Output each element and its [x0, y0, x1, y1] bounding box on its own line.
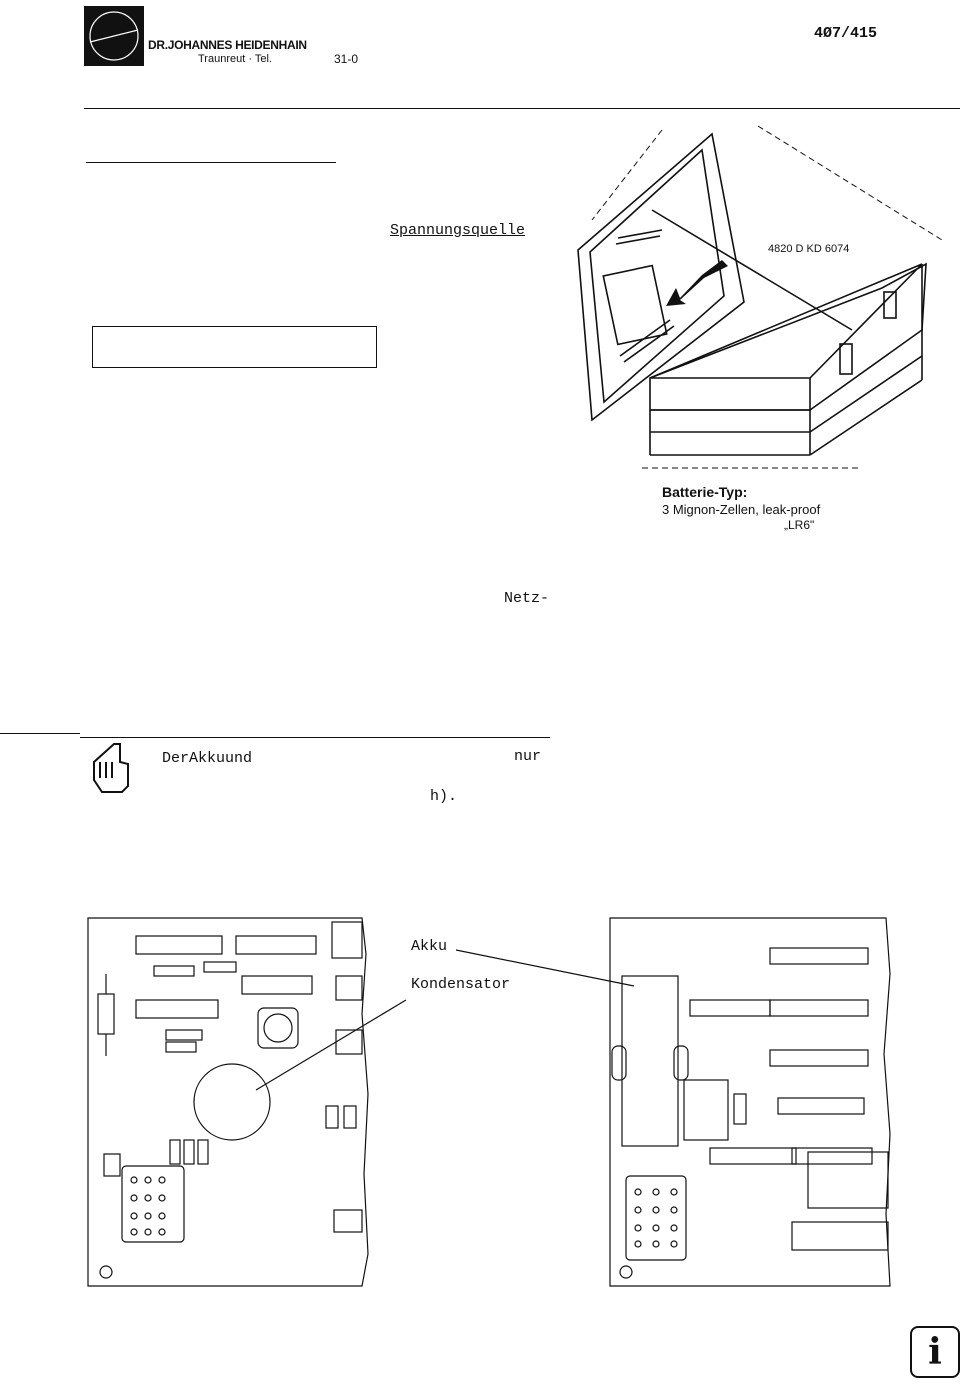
company-phone: 31-0 — [334, 52, 359, 66]
document-number: 4Ø7/415 — [814, 25, 878, 42]
label-akku: Akku — [411, 938, 448, 955]
company-city: Traunreut · Tel. — [198, 53, 272, 65]
netz-word: Netz- — [504, 590, 550, 607]
battery-cells: 3 Mignon-Zellen, leak-proof — [662, 502, 821, 517]
label-pointer-lines — [255, 949, 635, 1091]
empty-frame-box — [92, 326, 377, 368]
note-left-rule — [0, 733, 80, 734]
part-number: 4820 D KD 6074 — [768, 243, 849, 255]
heidenhain-logo — [84, 6, 144, 66]
info-button[interactable]: i — [910, 1326, 960, 1378]
battery-case-illustration: 4820 D KD 6074 — [577, 125, 943, 469]
header-divider — [84, 108, 960, 109]
circuit-board-left — [87, 917, 369, 1287]
note-text-start: DerAkkuund — [162, 750, 253, 767]
note-rule — [80, 737, 550, 738]
note-text-nur: nur — [514, 748, 542, 765]
label-kondensator: Kondensator — [411, 976, 511, 993]
source-word: Spannungsquelle — [390, 222, 526, 239]
company-name: DR.JOHANNES HEIDENHAIN — [148, 38, 307, 52]
note-text-end: h). — [430, 788, 458, 805]
pointing-hand-icon — [93, 743, 129, 793]
battery-code: „LR6" — [784, 518, 815, 532]
battery-type-heading: Batterie-Typ: — [662, 484, 748, 500]
heading-underline — [86, 162, 336, 163]
circuit-board-right — [609, 917, 891, 1287]
